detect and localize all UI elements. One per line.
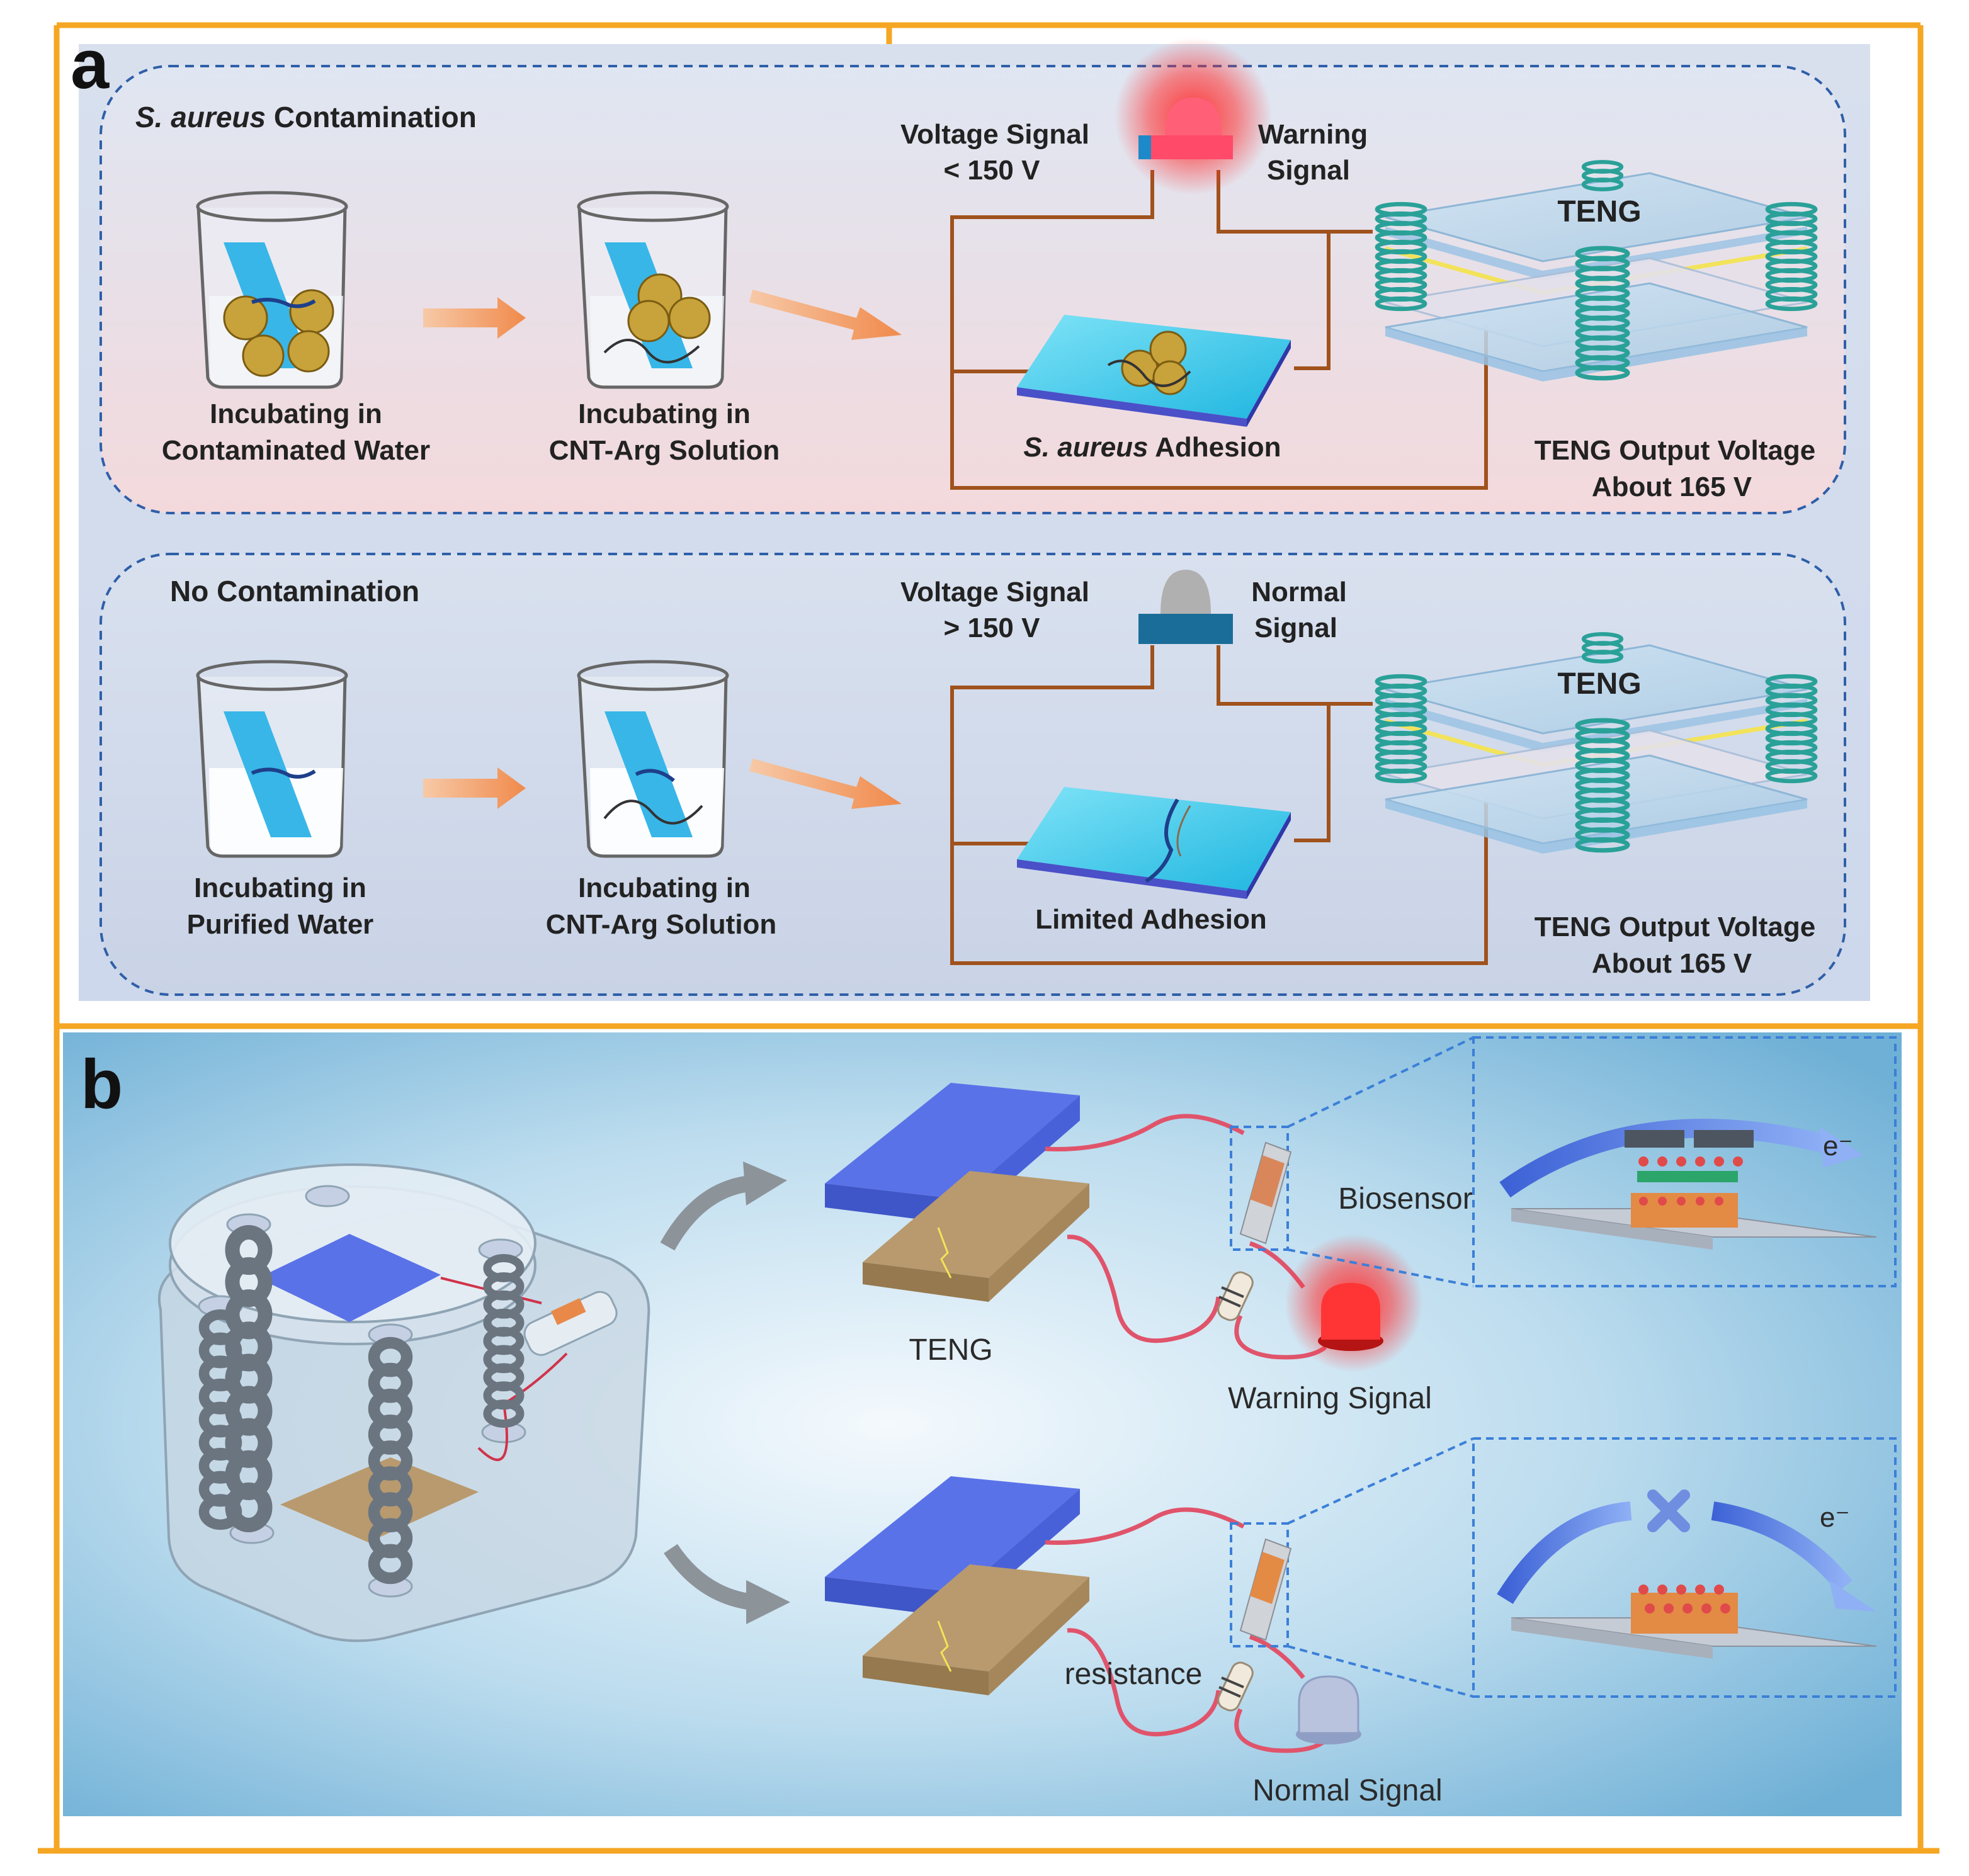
circuit-bottom	[950, 645, 1488, 965]
beaker-cnt-arg-bottom	[577, 660, 729, 858]
beaker2-top-label-2: CNT-Arg Solution	[549, 435, 780, 466]
teng-top-label: TENG	[1557, 195, 1641, 229]
normal-signal-bottom-2: Signal	[1254, 613, 1337, 643]
device-springs	[198, 1224, 525, 1585]
curved-arrow-upper	[660, 1175, 751, 1251]
step-arrow-2-top	[749, 290, 902, 340]
zoom-line-1	[1287, 1036, 1474, 1128]
frame	[38, 22, 1939, 1854]
beaker1-top-label-1: Incubating in	[210, 398, 382, 429]
curved-arrow-upper-head	[743, 1161, 787, 1206]
teng-upper	[825, 1083, 1089, 1302]
spring-coil	[1575, 364, 1630, 381]
biosensor-upper	[1239, 1141, 1292, 1245]
beaker1-top-label-2: Contaminated Water	[162, 435, 430, 466]
beaker1-bottom-label-1: Incubating in	[194, 873, 366, 903]
step-arrow-1-top	[423, 297, 526, 339]
zoom-line-3	[1287, 1437, 1474, 1525]
output-top-2: About 165 V	[1592, 472, 1752, 502]
beaker-cnt-arg-top	[577, 191, 729, 389]
spring-left-bottom	[1375, 674, 1427, 784]
top-subpanel	[99, 65, 1846, 514]
beaker-purified	[196, 660, 348, 858]
spring-coil	[1581, 650, 1624, 664]
zoom-detail-upper	[1499, 1119, 1877, 1250]
curved-arrow-lower	[664, 1544, 754, 1610]
output-bottom-1: TENG Output Voltage	[1535, 912, 1816, 942]
spring-coil	[368, 1544, 413, 1585]
device-spring	[368, 1336, 413, 1585]
normal-signal-label: Normal Signal	[1252, 1774, 1442, 1807]
teng-lower	[825, 1476, 1089, 1695]
spring-front-bottom	[1575, 718, 1630, 853]
spring-coil	[1581, 178, 1624, 191]
spring-coil	[1375, 296, 1427, 312]
zoom-line-4	[1287, 1645, 1474, 1698]
adhesion-bottom: Limited Adhesion	[1035, 904, 1267, 935]
step-arrow-2-bottom	[749, 759, 902, 809]
warning-led	[1138, 98, 1233, 159]
panel-a-label: a	[71, 26, 110, 103]
voltage-bottom-2: > 150 V	[944, 613, 1041, 643]
bottom-subpanel	[99, 553, 1846, 996]
beaker2-top-label-1: Incubating in	[578, 398, 751, 429]
wire-lower	[1045, 1507, 1327, 1753]
voltage-top-2: < 150 V	[944, 155, 1041, 186]
biosensor-lower	[1239, 1538, 1292, 1641]
spring-back-top	[1581, 160, 1624, 191]
spring-coil	[1765, 768, 1818, 784]
spring-right-top	[1765, 201, 1818, 312]
voltage-bottom-1: Voltage Signal	[900, 577, 1089, 607]
spring-coil	[198, 1494, 242, 1530]
warning-signal-top-1: Warning	[1258, 119, 1368, 150]
warning-signal-label: Warning Signal	[1228, 1382, 1432, 1415]
panel-b-label: b	[81, 1046, 123, 1123]
biosensor-label: Biosensor	[1338, 1182, 1472, 1216]
voltage-top-1: Voltage Signal	[900, 119, 1089, 150]
output-top-1: TENG Output Voltage	[1535, 435, 1816, 466]
device-spring	[198, 1309, 242, 1530]
biosensor-dashed-box-lower	[1230, 1522, 1289, 1647]
spring-coil	[483, 1399, 525, 1428]
beaker1-bottom-label-2: Purified Water	[187, 909, 374, 940]
slide-limited	[1017, 787, 1291, 899]
zoom-detail-lower	[1497, 1501, 1877, 1659]
slide-s-aureus	[1017, 315, 1291, 427]
adhesion-top: S. aureus Adhesion	[1023, 432, 1281, 463]
spring-left-top	[1375, 201, 1427, 312]
output-bottom-2: About 165 V	[1592, 948, 1752, 979]
warning-signal-top-2: Signal	[1267, 155, 1350, 186]
resistor-upper	[1217, 1271, 1254, 1321]
teng-bottom-label: TENG	[1557, 667, 1641, 701]
top-title: S. aureus Contamination	[135, 101, 477, 133]
spring-right-bottom	[1765, 674, 1818, 784]
step-arrow-1-bottom	[423, 767, 526, 809]
spring-back-bottom	[1581, 632, 1624, 664]
electron-bottom-label: e⁻	[1820, 1502, 1850, 1533]
normal-lamp	[1296, 1675, 1361, 1744]
spring-coil	[1375, 768, 1427, 784]
normal-signal-bottom-1: Normal	[1251, 577, 1347, 607]
electron-top-label: e⁻	[1823, 1131, 1853, 1161]
spring-coil	[1765, 296, 1818, 312]
wire-upper	[1045, 1114, 1327, 1360]
device-spring	[483, 1254, 525, 1428]
beaker2-bottom-label-1: Incubating in	[578, 873, 751, 903]
blocked-x-icon	[1647, 1489, 1690, 1532]
teng-b-label: TENG	[909, 1333, 992, 1367]
beaker-contaminated	[196, 191, 348, 389]
zoom-line-2	[1287, 1248, 1474, 1287]
biosensor-dashed-box-upper	[1230, 1126, 1289, 1251]
resistor-lower	[1217, 1661, 1254, 1712]
resistance-label: resistance	[1065, 1658, 1203, 1691]
bottom-title: No Contamination	[170, 575, 419, 607]
beaker2-bottom-label-2: CNT-Arg Solution	[546, 909, 777, 940]
curved-arrow-lower-head	[746, 1580, 790, 1624]
spring-front-top	[1575, 246, 1630, 381]
spring-coil	[1575, 837, 1630, 853]
warning-lamp	[1318, 1283, 1383, 1351]
zoom-box-upper	[1472, 1036, 1897, 1287]
normal-led	[1138, 570, 1233, 644]
